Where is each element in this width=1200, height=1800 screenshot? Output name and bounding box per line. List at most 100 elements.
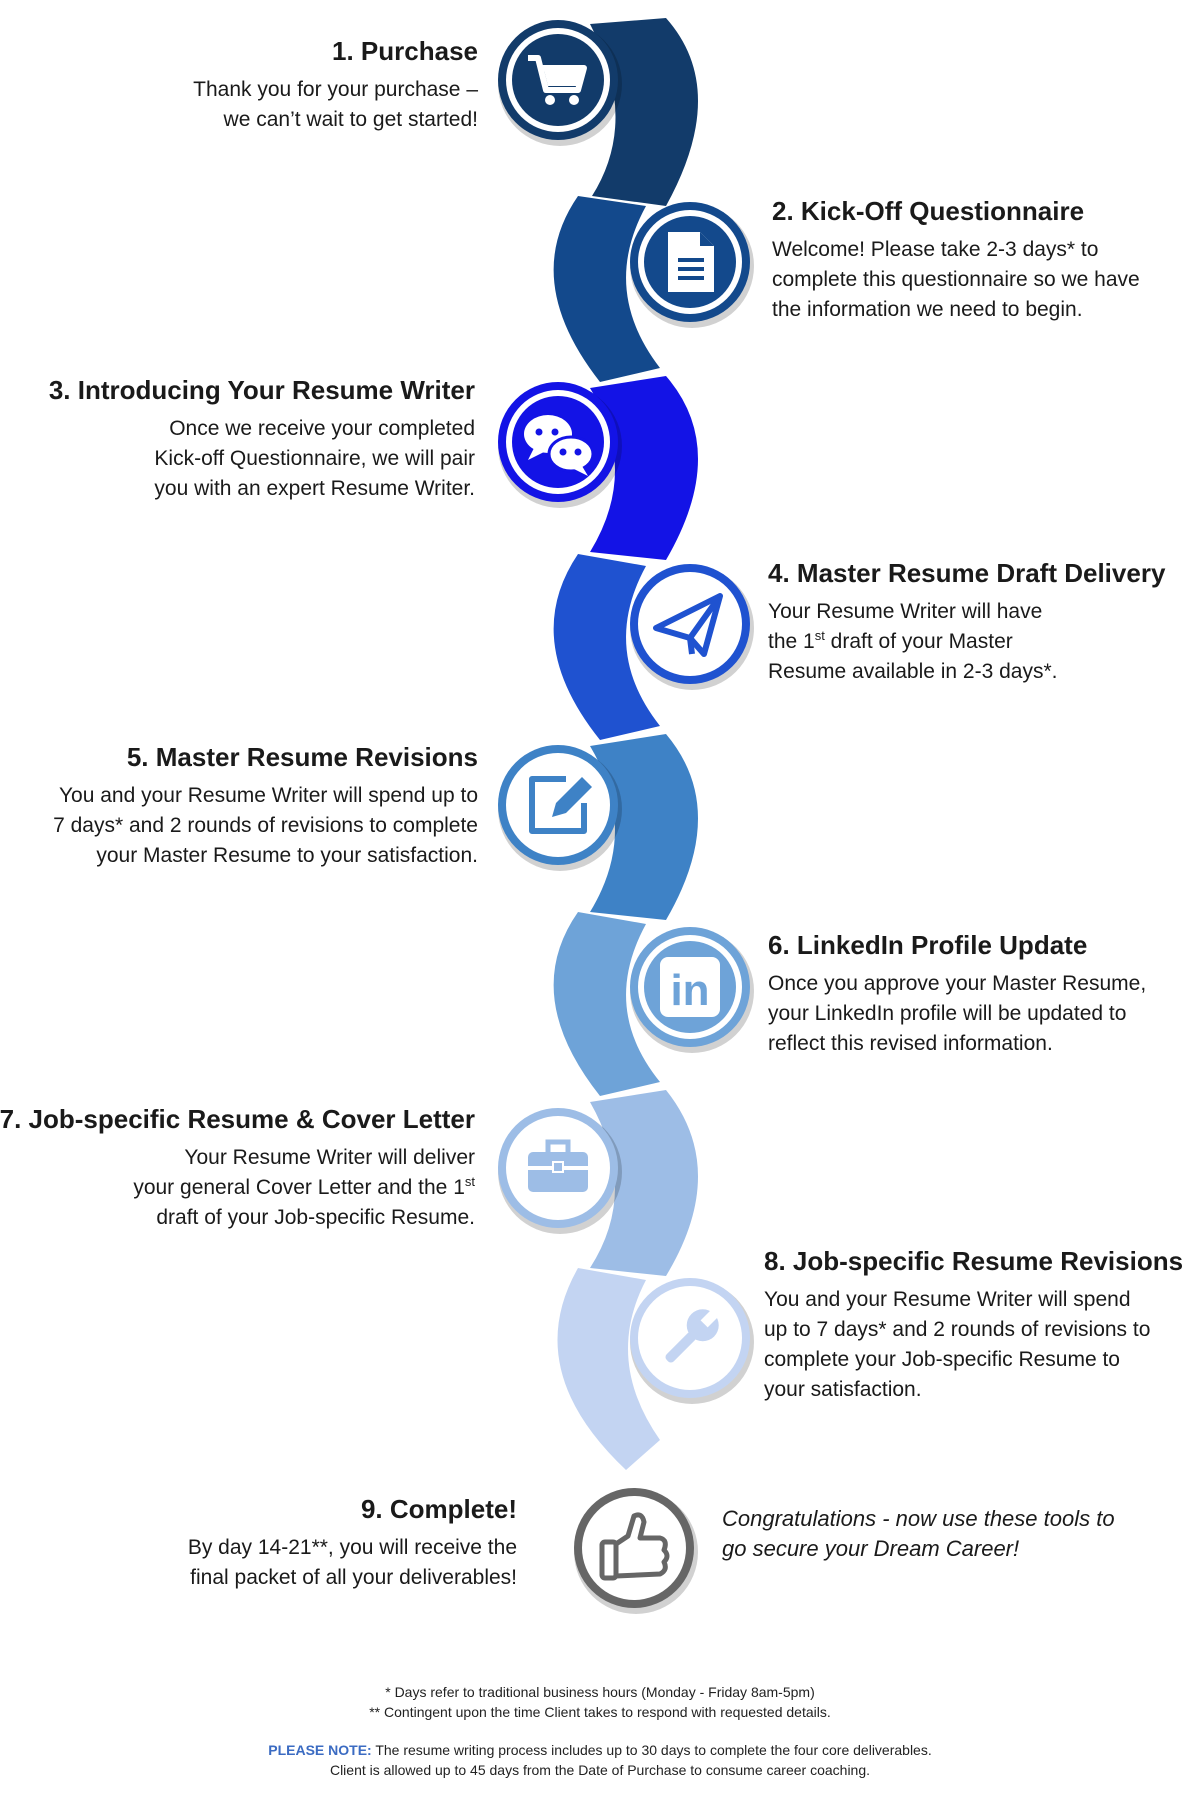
- document-icon: [668, 232, 714, 292]
- wave-arc-step-4: [553, 554, 660, 740]
- step-3-line: Once we receive your completed: [169, 417, 475, 440]
- step-5-icon-circle: [498, 745, 622, 871]
- wave-arc-step-1: [590, 18, 698, 206]
- step-4-title: 4. Master Resume Draft Delivery: [768, 558, 1166, 588]
- wave-arc-step-6: [553, 912, 660, 1096]
- step-9-line: final packet of all your deliverables!: [190, 1566, 517, 1589]
- wave-arc-step-5: [590, 734, 698, 920]
- wave-arc-step-2: [553, 196, 660, 382]
- step-7-description: Your Resume Writer will deliver your gen…: [0, 1143, 475, 1233]
- step-7-icon-circle: [498, 1108, 622, 1234]
- step-7: 7. Job-specific Resume & Cover Letter Yo…: [0, 1104, 475, 1233]
- step-6-icon-circle: in: [630, 927, 754, 1053]
- step-9-description: By day 14-21**, you will receive the fin…: [188, 1533, 517, 1593]
- step-8-line: your satisfaction.: [764, 1378, 922, 1401]
- step-2-line: Welcome! Please take 2-3 days* to: [772, 238, 1099, 261]
- paper-plane-icon: [653, 593, 723, 657]
- step-4-line-post: draft of your Master: [824, 630, 1013, 653]
- wave-arc-step-8: [557, 1268, 660, 1470]
- step-6: 6. LinkedIn Profile Update Once you appr…: [768, 930, 1146, 1059]
- step-5-title: 5. Master Resume Revisions: [126, 742, 478, 772]
- step-8-description: You and your Resume Writer will spend up…: [764, 1285, 1183, 1405]
- step-6-title: 6. LinkedIn Profile Update: [768, 930, 1088, 960]
- edit-icon: [529, 776, 592, 834]
- thumbs-up-icon: [599, 1512, 670, 1581]
- step-7-line-pre: your general Cover Letter and the 1: [133, 1176, 465, 1199]
- step-5: 5. Master Resume Revisions You and your …: [53, 742, 478, 871]
- step-2-icon-circle: [630, 202, 754, 328]
- step-7-line: draft of your Job-specific Resume.: [156, 1206, 475, 1229]
- step-5-line: your Master Resume to your satisfaction.: [96, 844, 478, 867]
- step-1-description: Thank you for your purchase – we can’t w…: [193, 75, 478, 135]
- step-3-icon-circle: [498, 382, 622, 508]
- step-8-line: up to 7 days* and 2 rounds of revisions …: [764, 1318, 1151, 1341]
- footnote-contingent: ** Contingent upon the time Client takes…: [369, 1704, 831, 1720]
- step-5-description: You and your Resume Writer will spend up…: [53, 781, 478, 871]
- congrats-line: go secure your Dream Career!: [722, 1536, 1020, 1561]
- step-9: 9. Complete! By day 14-21**, you will re…: [188, 1494, 517, 1593]
- step-8-title: 8. Job-specific Resume Revisions: [764, 1246, 1184, 1276]
- step-2-line: complete this questionnaire so we have: [772, 268, 1140, 291]
- chat-bubbles-icon: [524, 415, 595, 476]
- please-note: PLEASE NOTE: The resume writing process …: [0, 1740, 1200, 1780]
- step-icons: in: [498, 20, 754, 1614]
- step-1: 1. Purchase Thank you for your purchase …: [193, 36, 478, 135]
- step-8-line: complete your Job-specific Resume to: [764, 1348, 1120, 1371]
- footnote-days: * Days refer to traditional business hou…: [385, 1684, 815, 1700]
- please-note-line: PLEASE NOTE: The resume writing process …: [0, 1740, 1200, 1760]
- step-6-line: reflect this revised information.: [768, 1032, 1053, 1055]
- step-2: 2. Kick-Off Questionnaire Welcome! Pleas…: [772, 196, 1140, 325]
- step-6-description: Once you approve your Master Resume, you…: [768, 969, 1146, 1059]
- step-9-title: 9. Complete!: [360, 1494, 517, 1524]
- step-3-line: Kick-off Questionnaire, we will pair: [154, 447, 475, 470]
- please-note-text: The resume writing process includes up t…: [371, 1742, 932, 1758]
- wave-arc-step-7: [590, 1090, 698, 1276]
- please-note-coaching: Client is allowed up to 45 days from the…: [329, 1762, 871, 1778]
- wave-arc-step-3: [590, 376, 698, 560]
- step-3-description: Once we receive your completed Kick-off …: [49, 414, 475, 504]
- step-7-line: Your Resume Writer will deliver: [184, 1146, 475, 1169]
- briefcase-icon: [528, 1139, 588, 1192]
- step-3-title: 3. Introducing Your Resume Writer: [48, 375, 475, 405]
- step-4: 4. Master Resume Draft Delivery Your Res…: [768, 558, 1165, 687]
- step-3-line: you with an expert Resume Writer.: [154, 477, 475, 500]
- step-4-line: the 1st draft of your Master: [768, 627, 1165, 657]
- step-2-title: 2. Kick-Off Questionnaire: [772, 196, 1085, 226]
- step-1-icon-circle: [498, 20, 622, 146]
- step-4-line: Your Resume Writer will have: [768, 600, 1043, 623]
- linkedin-icon: in: [660, 957, 720, 1017]
- step-8: 8. Job-specific Resume Revisions You and…: [764, 1246, 1183, 1405]
- step-1-title: 1. Purchase: [332, 36, 478, 66]
- step-1-line: we can’t wait to get started!: [223, 108, 478, 131]
- congrats-line: Congratulations - now use these tools to: [722, 1506, 1115, 1531]
- step-7-superscript: st: [464, 1174, 475, 1189]
- cart-icon: [528, 55, 587, 105]
- step-1-line: Thank you for your purchase –: [193, 78, 478, 101]
- step-2-line: the information we need to begin.: [772, 298, 1083, 321]
- step-4-icon-circle: [630, 564, 754, 690]
- step-2-description: Welcome! Please take 2-3 days* to comple…: [772, 235, 1140, 325]
- step-7-title: 7. Job-specific Resume & Cover Letter: [0, 1104, 475, 1134]
- step-4-line: Resume available in 2-3 days*.: [768, 660, 1058, 683]
- step-6-line: your LinkedIn profile will be updated to: [768, 1002, 1127, 1025]
- step-8-icon-circle: [630, 1278, 754, 1404]
- step-6-line: Once you approve your Master Resume,: [768, 972, 1147, 995]
- wave-arcs: [553, 18, 698, 1470]
- wrench-icon: [665, 1307, 721, 1363]
- step-9-icon-circle: [574, 1488, 698, 1614]
- step-9-line: By day 14-21**, you will receive the: [187, 1536, 517, 1559]
- step-7-line: your general Cover Letter and the 1st: [0, 1173, 475, 1203]
- linkedin-icon-text: in: [670, 966, 709, 1015]
- step-4-superscript: st: [814, 628, 825, 643]
- step-8-line: You and your Resume Writer will spend: [764, 1288, 1131, 1311]
- please-note-label: PLEASE NOTE:: [268, 1742, 372, 1758]
- step-5-line: You and your Resume Writer will spend up…: [58, 784, 478, 807]
- step-4-line-pre: the 1: [768, 630, 815, 653]
- footnotes: * Days refer to traditional business hou…: [0, 1682, 1200, 1722]
- step-3: 3. Introducing Your Resume Writer Once w…: [49, 375, 475, 504]
- step-4-description: Your Resume Writer will have the 1st dra…: [768, 597, 1165, 687]
- step-circle-core: [588, 1502, 680, 1594]
- congratulations-message: Congratulations - now use these tools to…: [722, 1504, 1115, 1564]
- step-5-line: 7 days* and 2 rounds of revisions to com…: [53, 814, 478, 837]
